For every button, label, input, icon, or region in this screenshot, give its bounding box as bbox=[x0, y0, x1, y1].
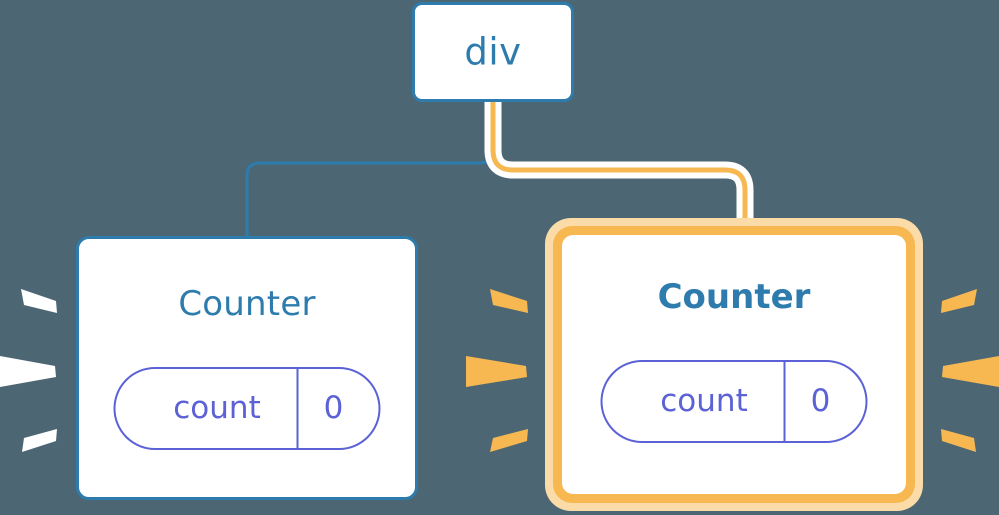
rays-left-counter-left bbox=[0, 289, 57, 452]
node-counter-right[interactable]: Counter count 0 bbox=[562, 235, 906, 494]
node-counter-right-highlight-glow: Counter count 0 bbox=[545, 218, 923, 511]
state-pill-right[interactable]: count 0 bbox=[600, 360, 868, 443]
state-key-left: count bbox=[116, 369, 299, 448]
node-counter-right-label: Counter bbox=[657, 277, 811, 317]
node-counter-right-highlight-ring: Counter count 0 bbox=[553, 226, 915, 503]
state-value-right: 0 bbox=[810, 383, 831, 419]
node-div-label: div bbox=[464, 30, 522, 74]
node-counter-left-label: Counter bbox=[178, 284, 316, 324]
state-value-left: 0 bbox=[323, 390, 344, 426]
state-key-right: count bbox=[603, 362, 786, 441]
rays-right-counter-right bbox=[941, 289, 999, 452]
state-pill-left[interactable]: count 0 bbox=[113, 367, 381, 450]
node-div[interactable]: div bbox=[412, 2, 574, 102]
connector-div-to-right-counter bbox=[490, 102, 748, 232]
node-counter-left[interactable]: Counter count 0 bbox=[76, 236, 418, 500]
rays-right-counter-left bbox=[466, 289, 528, 452]
